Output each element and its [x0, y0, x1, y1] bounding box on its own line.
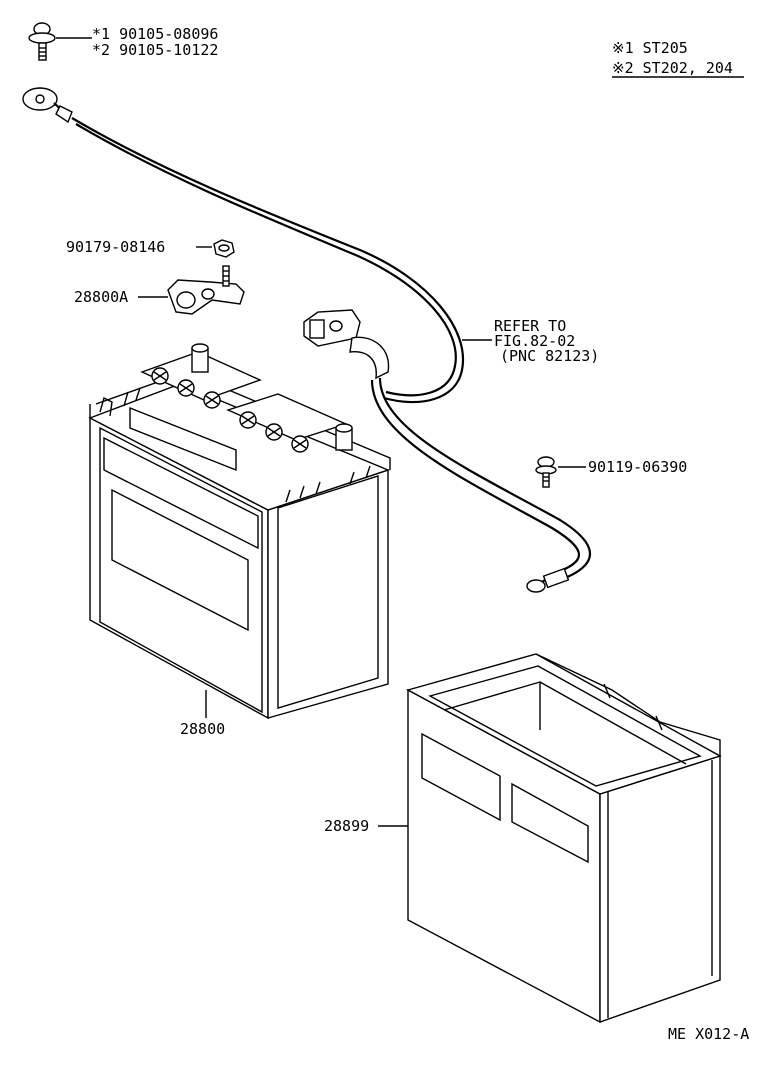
battery-icon	[88, 343, 391, 720]
positive-cable	[303, 309, 591, 593]
refer-note-line1: REFER TO	[494, 317, 567, 335]
bolt-callout-line2: *2 90105-10122	[92, 42, 218, 58]
refer-note-line3: (PNC 82123)	[500, 347, 600, 365]
bolt-part-number-2: 90105-10122	[119, 41, 219, 59]
terminal-clamp-icon	[167, 265, 245, 315]
screw-icon	[535, 456, 557, 488]
figure-code: ME X012-A	[668, 1025, 750, 1043]
bolt-note-mark-2: *2	[92, 41, 111, 59]
legend-model-2: ST202, 204	[642, 59, 733, 77]
nut-part-label: 90179-08146	[66, 238, 166, 256]
bolt-part-number-1: 90105-08096	[119, 25, 219, 43]
bolt-callout-line1: *1 90105-08096	[92, 26, 218, 42]
refer-note-line2: FIG.82-02	[494, 332, 576, 350]
legend-mark-1: ※1	[612, 39, 634, 57]
battery-part-label: 28800	[180, 720, 226, 738]
legend-mark-2: ※2	[612, 59, 634, 77]
model-legend-row2: ※2 ST202, 204	[612, 60, 733, 76]
ground-cable	[22, 87, 465, 404]
battery-tray-icon	[406, 653, 722, 1024]
nut-icon	[213, 239, 235, 258]
screw-part-label: 90119-06390	[588, 458, 688, 476]
tray-part-label: 28899	[324, 817, 370, 835]
bolt-note-mark-1: *1	[92, 25, 111, 43]
legend-model-1: ST205	[642, 39, 688, 57]
bolt-icon	[28, 22, 56, 61]
clamp-part-label: 28800A	[74, 288, 129, 306]
model-legend-row1: ※1 ST205	[612, 40, 688, 56]
